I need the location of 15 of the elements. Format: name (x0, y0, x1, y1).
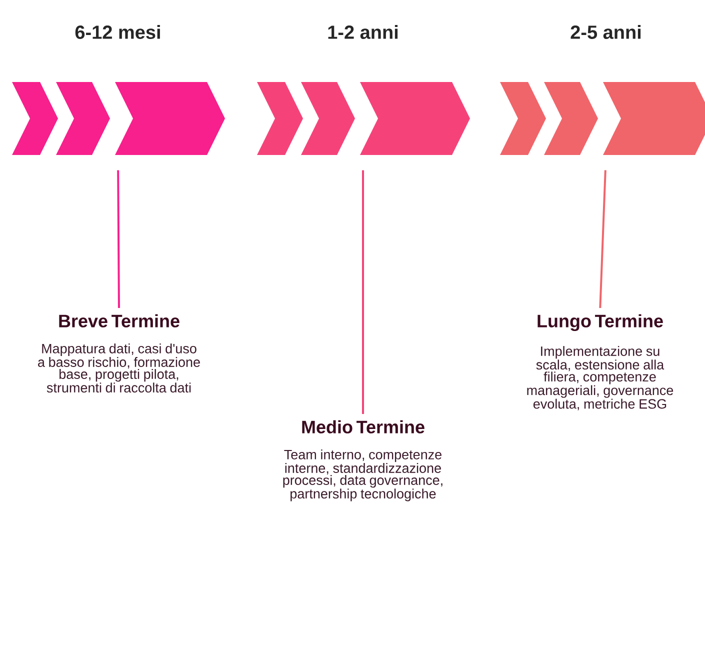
chevron-arrows (12, 82, 225, 155)
term-title: Medio Termine (302, 420, 424, 434)
term-title: Breve Termine (59, 314, 180, 328)
period-label: 6-12 mesi (75, 25, 160, 39)
term-description: Implementazione su scala, estensione alla filiera, competenze manageriali, governance evoluta, metriche ESG (527, 346, 674, 410)
chevron-arrows (257, 82, 470, 155)
term-title: Lungo Termine (538, 314, 663, 332)
period-label: 2-5 anni (570, 25, 641, 39)
connector-line (117, 170, 120, 308)
period-label: 1-2 anni (328, 25, 398, 39)
term-description: Team interno, competenze interne, standardizzazione processi, data governance, partnership tecnologiche (283, 449, 442, 502)
connector-line (362, 170, 364, 414)
chevron-arrows (500, 82, 705, 155)
term-description: Mappatura dati, casi d'uso a basso rischio, formazione base, progetti pilota, strumenti di raccolta dati (38, 343, 200, 393)
connector-line (599, 170, 606, 308)
